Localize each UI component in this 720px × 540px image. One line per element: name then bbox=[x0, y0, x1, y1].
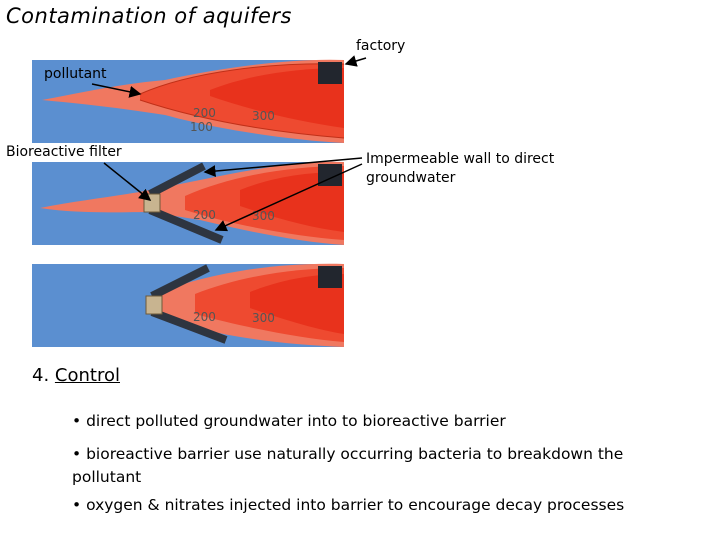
contour-label: 300 bbox=[252, 209, 275, 223]
aquifer-diagram: 200 100 300 200 300 200 300 bbox=[32, 55, 367, 347]
impermeable-wall-label: Impermeable wall to direct groundwater bbox=[366, 151, 555, 186]
contour-label: 300 bbox=[252, 109, 275, 123]
pollutant-label: pollutant bbox=[44, 66, 107, 82]
impermeable-wall-lower bbox=[150, 308, 228, 344]
plume-inner bbox=[240, 172, 344, 232]
factory-panel-3 bbox=[318, 266, 342, 288]
contour-label: 100 bbox=[190, 120, 213, 134]
filter-arrow bbox=[103, 162, 152, 201]
bullet-text: oxygen & nitrates injected into barrier … bbox=[86, 496, 625, 514]
pollutant-arrow bbox=[91, 83, 142, 98]
bullet-text: bioreactive barrier use naturally occurr… bbox=[72, 445, 624, 486]
wall-arrow-lower bbox=[214, 163, 363, 232]
contour-label: 200 bbox=[193, 310, 216, 324]
bullet-item: • direct polluted groundwater into to bi… bbox=[72, 412, 506, 430]
panel-3: 200 300 bbox=[32, 263, 344, 347]
bullet-item: • oxygen & nitrates injected into barrie… bbox=[72, 496, 625, 514]
impermeable-wall-lower bbox=[148, 206, 224, 244]
section-number: 4. bbox=[32, 365, 50, 386]
factory-arrow bbox=[344, 55, 367, 67]
impermeable-wall-upper bbox=[148, 162, 206, 198]
bioreactive-filter-label: Bioreactive filter bbox=[6, 144, 122, 160]
section-heading-text: Control bbox=[54, 365, 120, 386]
factory-label: factory bbox=[356, 38, 406, 54]
panel-2: 200 300 bbox=[32, 161, 344, 245]
bullet-item: • bioreactive barrier use naturally occu… bbox=[72, 445, 624, 486]
plume-inner bbox=[250, 274, 344, 334]
factory-panel-1 bbox=[318, 62, 342, 84]
contour-label: 200 bbox=[193, 106, 216, 120]
bioreactive-filter-panel-3 bbox=[145, 295, 163, 315]
impermeable-wall-upper bbox=[150, 264, 210, 300]
bullet-text: direct polluted groundwater into to bior… bbox=[86, 412, 506, 430]
contour-label: 200 bbox=[193, 208, 216, 222]
contour-label: 300 bbox=[252, 311, 275, 325]
page-title: Contamination of aquifers bbox=[6, 4, 292, 28]
panel-1: 200 100 300 bbox=[32, 59, 345, 143]
section-heading: 4. Control bbox=[32, 365, 120, 386]
wall-arrow-upper bbox=[203, 157, 363, 178]
plume-inner bbox=[210, 68, 344, 128]
